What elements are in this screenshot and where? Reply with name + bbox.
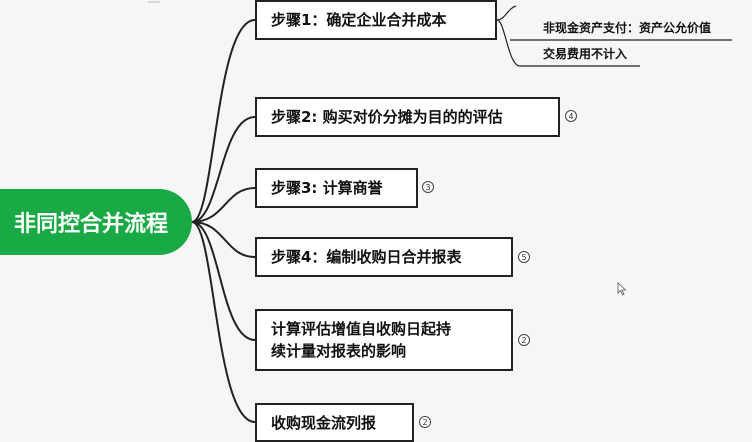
root-node[interactable]: 非同控合并流程 [0, 189, 192, 255]
step-node-6[interactable]: 收购现金流列报 [255, 403, 414, 442]
step-node-3[interactable]: 步骤3: 计算商誉 [255, 168, 418, 208]
step-label-2: 步骤2: 购买对价分摊为目的的评估 [271, 108, 503, 126]
link-step5 [191, 221, 256, 341]
link-step1-sub2 [496, 19, 640, 67]
step-node-2[interactable]: 步骤2: 购买对价分摊为目的的评估 [255, 97, 560, 137]
sub-node-transaction-fee[interactable]: 交易费用不计入 [543, 47, 628, 61]
step-label-3: 步骤3: 计算商誉 [271, 179, 383, 197]
step-badge-3: 3 [422, 181, 434, 193]
root-label: 非同控合并流程 [14, 212, 169, 237]
link-step1-sub1 [496, 5, 517, 21]
mouse-cursor-icon [617, 282, 627, 296]
step-label-5-line1: 计算评估增值自收购日起持 [271, 320, 452, 338]
step-badge-4: 5 [518, 251, 530, 263]
link-step6 [191, 221, 256, 423]
step-badge-2: 4 [565, 110, 577, 122]
step-label-4: 步骤4：编制收购日合并报表 [271, 248, 462, 266]
link-step2 [191, 116, 256, 223]
step-node-5[interactable]: 计算评估增值自收购日起持 续计量对报表的影响 [255, 309, 513, 371]
link-step4 [191, 221, 256, 258]
step-node-1[interactable]: 步骤1：确定企业合并成本 [255, 0, 497, 40]
step-badge-5: 2 [518, 334, 530, 346]
step-badge-6: 2 [419, 416, 431, 428]
sub-node-noncash[interactable]: 非现金资产支付：资产公允价值 [543, 21, 712, 35]
step-label-1: 步骤1：确定企业合并成本 [271, 11, 447, 29]
step-label-5-line2: 续计量对报表的影响 [271, 342, 407, 360]
step-label-6: 收购现金流列报 [271, 413, 377, 432]
link-step3 [191, 187, 256, 223]
link-step1 [191, 19, 256, 223]
step-node-4[interactable]: 步骤4：编制收购日合并报表 [255, 237, 513, 277]
